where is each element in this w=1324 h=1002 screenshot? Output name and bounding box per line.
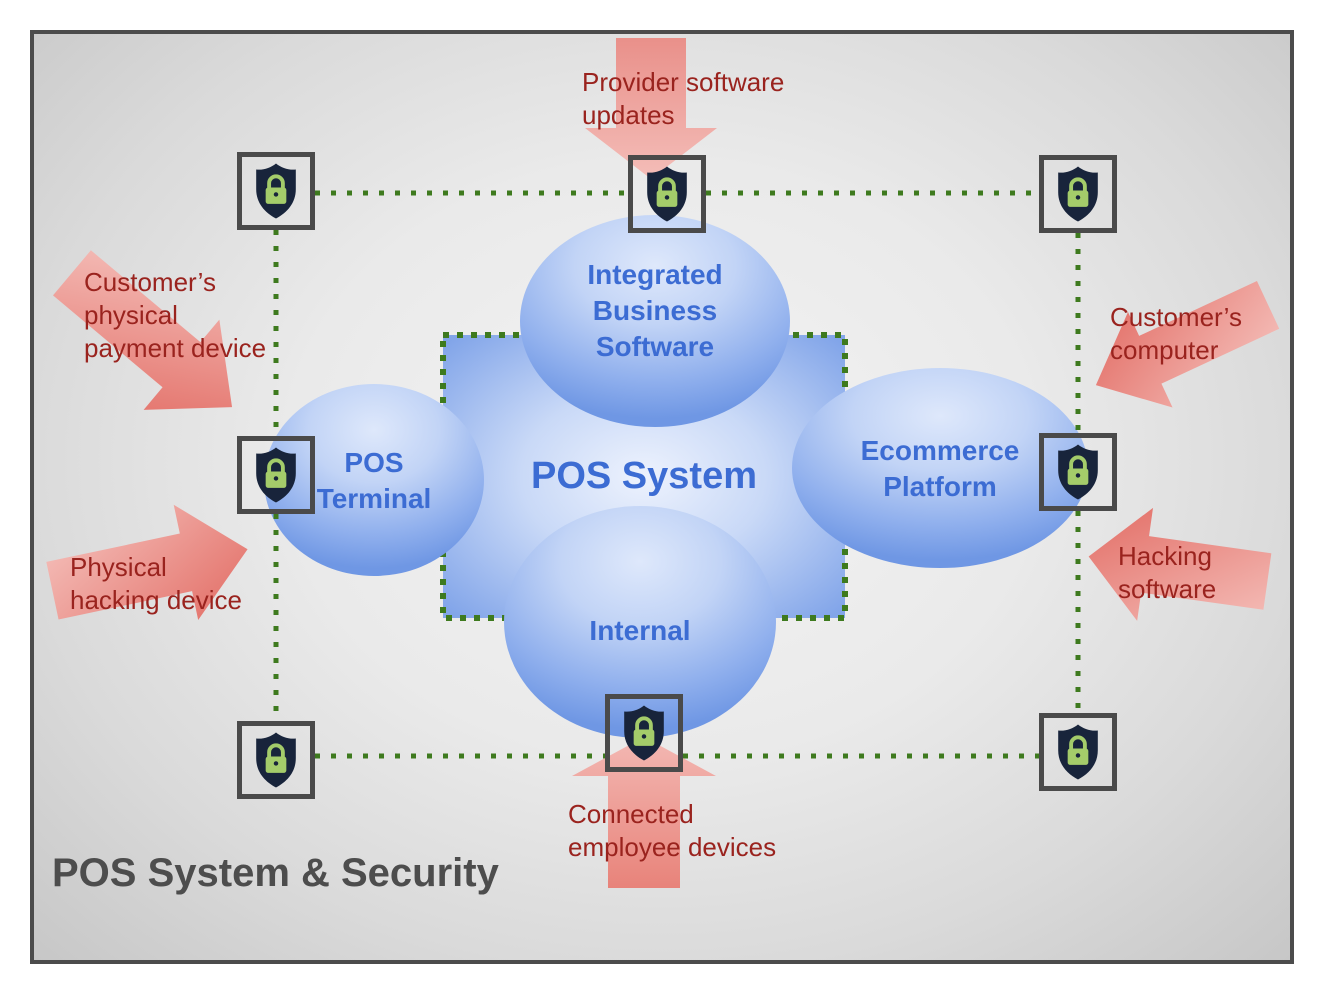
shield-frame-bottom-left (237, 721, 315, 799)
node-integrated-business-software (520, 215, 790, 427)
shield-lock-icon (256, 732, 296, 788)
shield-lock-icon (256, 163, 296, 219)
threat-label-physical-hacking-device: Physical hacking device (70, 552, 242, 615)
shield-frame-top-right (1039, 155, 1117, 233)
threat-label-hacking-software: Hacking software (1118, 541, 1217, 604)
node-pos-terminal (264, 384, 484, 576)
node-label-internal: Internal (589, 615, 691, 646)
node-label-ecommerce-platform: Ecommerce Platform (860, 435, 1020, 502)
shield-lock-icon (256, 447, 296, 503)
shield-frame-mid-right (1039, 433, 1117, 511)
shield-lock-icon (624, 705, 664, 761)
shield-lock-icon (1058, 166, 1098, 222)
shield-lock-icon (1058, 444, 1098, 500)
shield-frame-top-left (237, 152, 315, 230)
threat-label-connected-employee-devices: Connected employee devices (568, 799, 777, 862)
threat-label-customers-physical-payment-device: Customer’s physical payment device (84, 267, 267, 363)
node-ecommerce-platform (792, 368, 1088, 568)
shield-lock-icon (647, 166, 687, 222)
shield-frame-top-center (628, 155, 706, 233)
node-label-integrated-business-software: Integrated Business Software (587, 259, 723, 362)
node-internal (504, 506, 776, 738)
node-label-pos-terminal: POS Terminal (316, 447, 432, 514)
diagram-title: POS System & Security (52, 851, 499, 895)
shield-frame-bottom-center (605, 694, 683, 772)
shield-frame-bottom-right (1039, 713, 1117, 791)
threat-label-customers-computer: Customer’s computer (1110, 302, 1242, 365)
shield-lock-icon (1058, 724, 1098, 780)
pos-system-label: POS System (531, 455, 757, 497)
shield-frame-mid-left (237, 436, 315, 514)
threat-label-provider-software-updates: Provider software updates (582, 67, 785, 130)
